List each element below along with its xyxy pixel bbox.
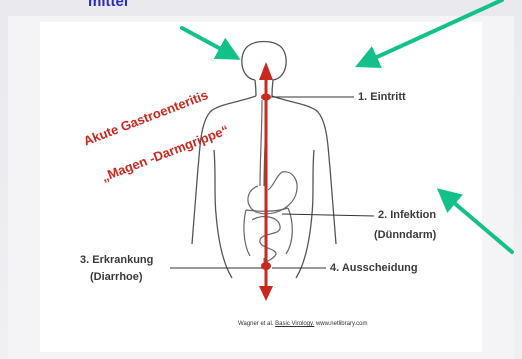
label-erkrankung-sub: (Diarrhoe) xyxy=(90,271,143,284)
neck-left xyxy=(255,80,256,96)
pointer-arrow-right xyxy=(446,196,512,252)
flow-arrow-head-up xyxy=(259,62,273,80)
citation-prefix: Wagner et al. xyxy=(238,321,275,327)
label-infektion-sub: (Dünndarm) xyxy=(374,229,436,242)
torso-left xyxy=(192,96,256,244)
infektion-leader xyxy=(282,214,374,216)
label-erkrankung: 3. Erkrankung xyxy=(80,254,153,267)
label-ausscheidung: 4. Ausscheidung xyxy=(330,262,418,275)
flow-arrow xyxy=(259,62,273,301)
entry-marker xyxy=(261,94,271,101)
flow-arrow-head-down xyxy=(259,286,273,301)
exit-marker xyxy=(261,262,271,270)
citation-book: Basic Virology. xyxy=(275,321,314,327)
citation: Wagner et al. Basic Virology. www.netlib… xyxy=(238,321,368,327)
pointer-arrow-top-right xyxy=(366,0,502,62)
citation-suffix: www.netlibrary.com xyxy=(314,321,367,327)
large-intestine xyxy=(244,208,292,256)
digestive-tract xyxy=(244,100,297,272)
label-infektion: 2. Infektion xyxy=(378,209,436,222)
arm-left-inner xyxy=(214,150,232,278)
label-eintritt: 1. Eintritt xyxy=(358,91,406,104)
torso-right xyxy=(272,96,336,244)
esophagus xyxy=(260,100,262,186)
stomach xyxy=(248,172,297,214)
pointer-arrow-head xyxy=(182,28,230,54)
